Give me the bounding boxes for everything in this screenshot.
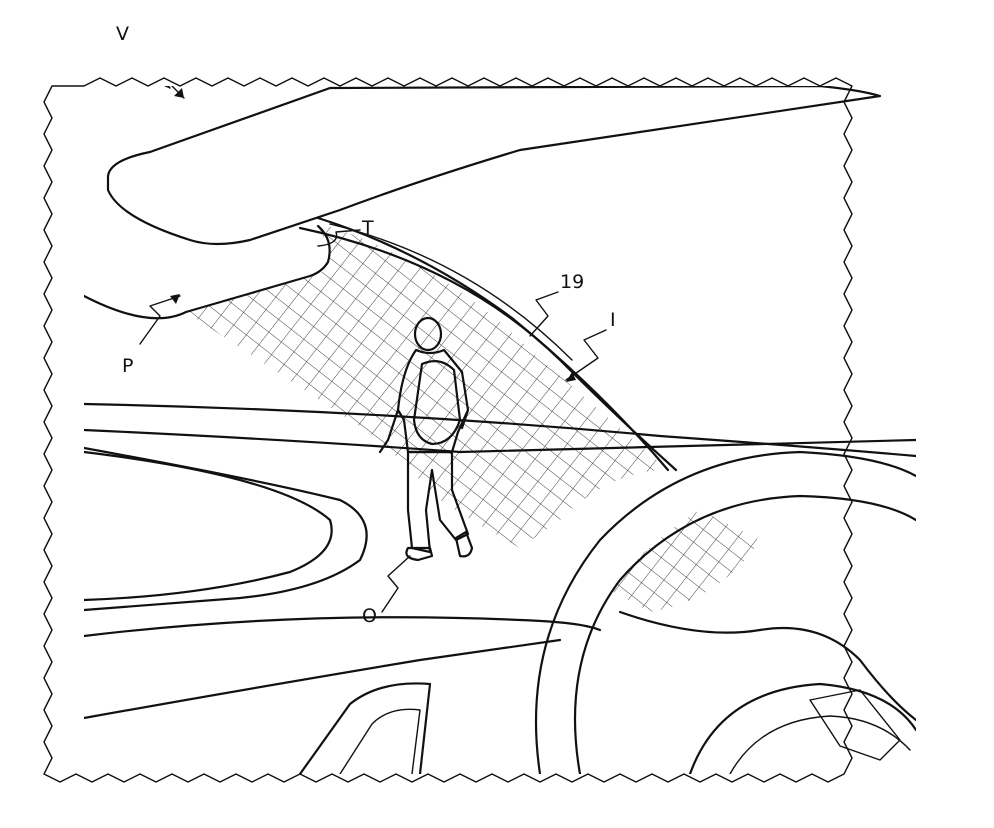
leader-V bbox=[127, 86, 185, 99]
steering-wheel-rim-inner bbox=[573, 494, 916, 774]
door-panel-recess bbox=[298, 682, 432, 774]
pillar-trim-inner bbox=[329, 223, 573, 361]
dashboard-top bbox=[84, 616, 602, 638]
sun-visor bbox=[106, 86, 882, 246]
leader-O bbox=[381, 555, 411, 613]
road-curve bbox=[84, 450, 333, 602]
label-19: 19 bbox=[560, 271, 584, 293]
steering-wheel-spoke bbox=[618, 610, 916, 722]
paddle-shifter bbox=[809, 689, 901, 761]
leader-19 bbox=[529, 291, 559, 337]
pillar-display-hatched-area bbox=[186, 222, 668, 548]
dashboard-front bbox=[84, 638, 562, 720]
label-T: T bbox=[361, 217, 374, 239]
leader-P bbox=[139, 295, 181, 345]
pedestrian bbox=[378, 316, 474, 562]
pillar-lower-hatched-area bbox=[610, 510, 760, 612]
dashboard-left-curve bbox=[84, 294, 188, 320]
label-O: O bbox=[362, 605, 377, 627]
leader-V-arrow bbox=[174, 88, 184, 98]
steering-hub-inner bbox=[729, 715, 911, 774]
hood-line-middle bbox=[84, 428, 916, 454]
leader-T bbox=[317, 229, 361, 247]
label-P: P bbox=[122, 355, 133, 377]
leader-I bbox=[565, 329, 607, 381]
pillar-trim-outer bbox=[298, 226, 678, 472]
leader-P-arrow bbox=[170, 294, 180, 304]
label-V: V bbox=[116, 23, 129, 45]
hood-line-upper bbox=[84, 402, 916, 458]
steering-wheel-rim bbox=[534, 450, 916, 774]
label-I: I bbox=[610, 309, 616, 331]
panel-top-edge bbox=[184, 224, 331, 314]
leader-I-arrow bbox=[566, 372, 576, 382]
steering-hub bbox=[688, 682, 916, 774]
door-panel-inner bbox=[339, 708, 421, 774]
break-line-border bbox=[43, 77, 853, 783]
